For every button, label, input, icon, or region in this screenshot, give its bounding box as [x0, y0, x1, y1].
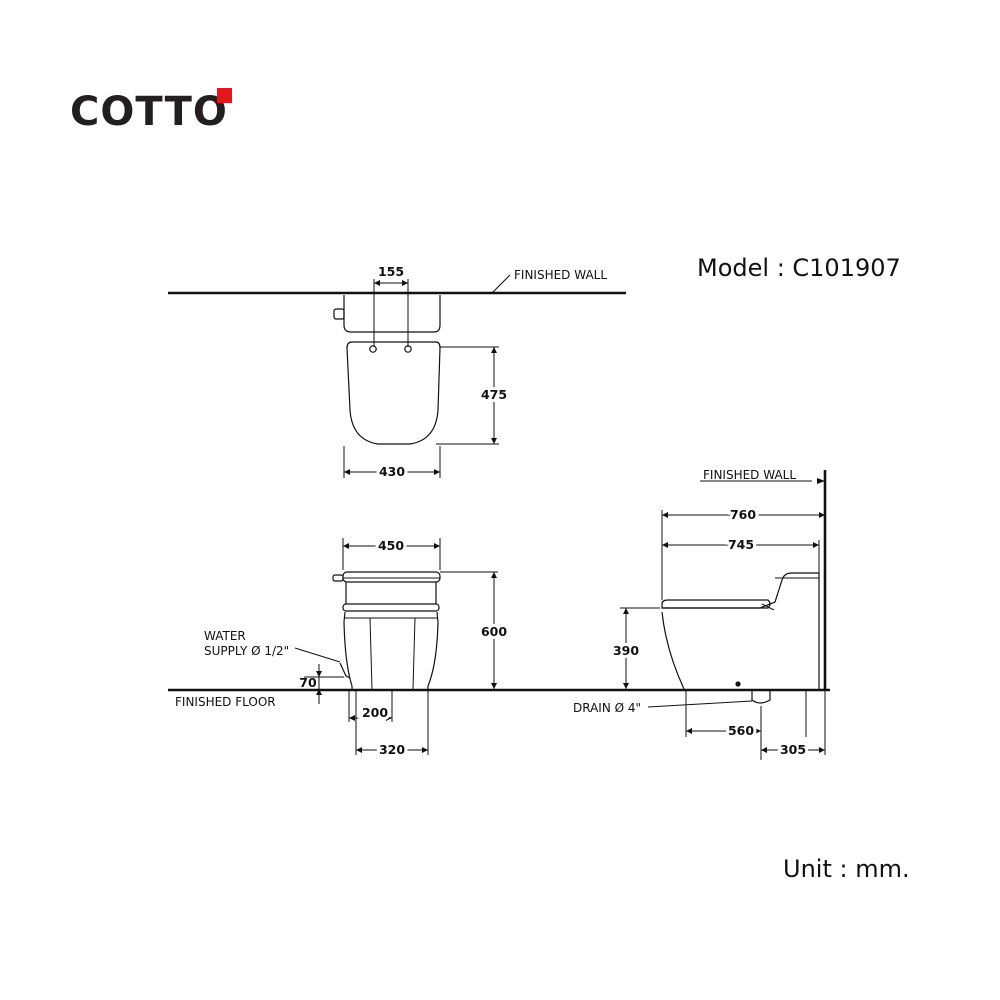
dim-200: 200 — [362, 705, 388, 720]
model-number: Model : C101907 — [697, 254, 901, 282]
dim-760: 760 — [730, 507, 756, 522]
finished-wall-label-side: FINISHED WALL — [703, 468, 796, 482]
plan-hinge-left — [369, 345, 377, 353]
dimension-arrows — [316, 280, 825, 753]
dim-745: 745 — [728, 537, 754, 552]
dim-155: 155 — [378, 264, 404, 279]
water-supply-label-1: WATER — [204, 629, 246, 643]
drain-leader — [647, 700, 753, 708]
drain-outlet — [751, 690, 771, 704]
wall-label-leader — [492, 274, 511, 293]
front-lid — [342, 571, 441, 583]
finished-floor-label: FINISHED FLOOR — [175, 695, 276, 709]
dim-600: 600 — [481, 624, 507, 639]
dim-70: 70 — [299, 675, 317, 690]
drain-dot — [735, 681, 741, 687]
front-tank-body — [345, 582, 437, 604]
drain-label: DRAIN Ø 4" — [573, 701, 641, 715]
plan-flush-button — [333, 308, 345, 320]
side-seat — [661, 599, 771, 609]
plan-tank-outline — [343, 295, 441, 333]
side-toilet-outline — [661, 572, 820, 690]
dim-305: 305 — [780, 742, 806, 757]
cotto-logo: COTTO — [70, 89, 228, 135]
logo-red-square — [217, 88, 232, 103]
dim-450: 450 — [378, 538, 404, 553]
front-bowl-outline — [343, 611, 439, 689]
unit-label: Unit : mm. — [783, 855, 910, 883]
water-supply-label-2: SUPPLY Ø 1/2" — [204, 644, 289, 658]
front-flush-button — [332, 574, 344, 582]
front-seat — [342, 603, 440, 612]
water-supply-valve — [339, 662, 351, 679]
front-pedestal — [369, 617, 416, 690]
dim-390: 390 — [613, 643, 639, 658]
dim-320: 320 — [379, 742, 405, 757]
dim-430: 430 — [379, 464, 405, 479]
water-supply-leader — [294, 647, 341, 663]
finished-wall-label-top: FINISHED WALL — [514, 268, 607, 282]
plan-bowl-outline — [346, 341, 441, 445]
dim-560: 560 — [728, 723, 754, 738]
dim-475: 475 — [481, 387, 507, 402]
